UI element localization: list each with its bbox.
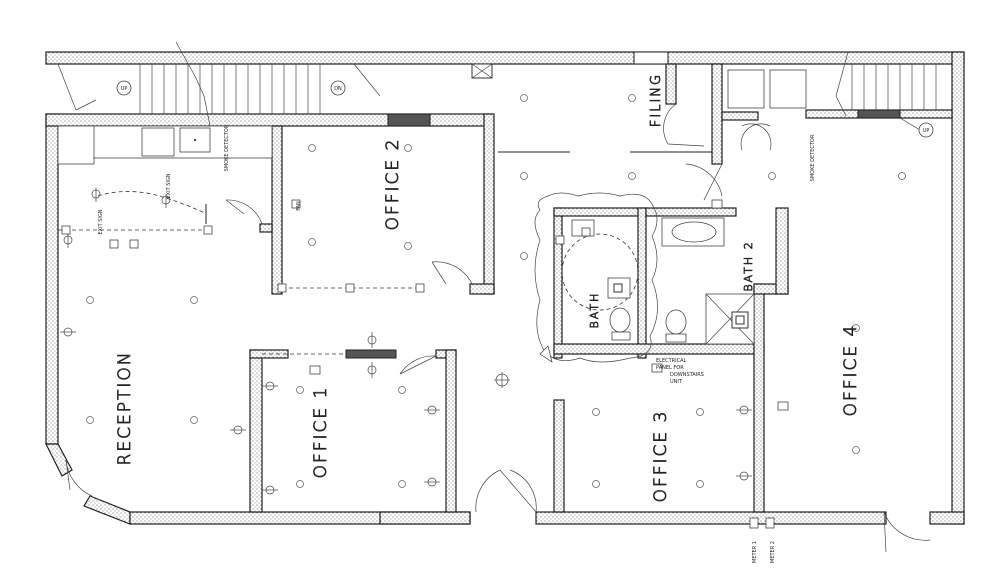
stair-up-right-label: UP (923, 128, 930, 134)
room-label-bath-1: BATH (588, 292, 601, 329)
door-swings (65, 103, 931, 553)
exit-sign-label-2: EXIT SIGN (166, 173, 172, 198)
stair-left: UP DN (57, 41, 381, 127)
room-label-office-2: OFFICE 2 (383, 138, 403, 231)
ceiling-lights (86, 94, 906, 488)
stair-right: UP (835, 51, 937, 138)
room-label-office-3: OFFICE 3 (651, 410, 671, 503)
smoke-detector-left-label: SMOKE DETECTOR (224, 124, 230, 171)
exterior-walls (45, 51, 965, 525)
devices (61, 199, 789, 529)
electrical-panel-line-3: DOWNSTAIRS (670, 372, 704, 378)
fan-label: FAN (296, 201, 302, 211)
stair-dn-label: DN (334, 86, 342, 92)
smoke-detector-right-label: SMOKE DETECTOR (810, 134, 816, 181)
room-label-office-4: OFFICE 4 (841, 324, 861, 417)
stair-up-left-label: UP (121, 86, 128, 92)
room-label-filing: FILING (649, 73, 664, 127)
exit-sign-label-1: EXIT SIGN (98, 209, 104, 234)
bathrooms (534, 192, 755, 363)
electrical-panel-line-4: UNIT (670, 379, 683, 385)
interior-walls (45, 63, 953, 513)
meter-1-label: METER 1 (752, 541, 758, 563)
counter (57, 63, 807, 165)
room-label-office-1: OFFICE 1 (311, 386, 331, 479)
electrical-panel-line-1: ELECTRICAL (656, 358, 687, 364)
meter-2-label: METER 2 (770, 541, 776, 563)
room-label-bath-2: BATH 2 (742, 240, 755, 291)
electrical-panel-line-2: PANEL FOR (656, 365, 684, 371)
outlets (60, 188, 752, 495)
wiring (58, 151, 712, 355)
room-label-reception: RECEPTION (115, 351, 135, 466)
